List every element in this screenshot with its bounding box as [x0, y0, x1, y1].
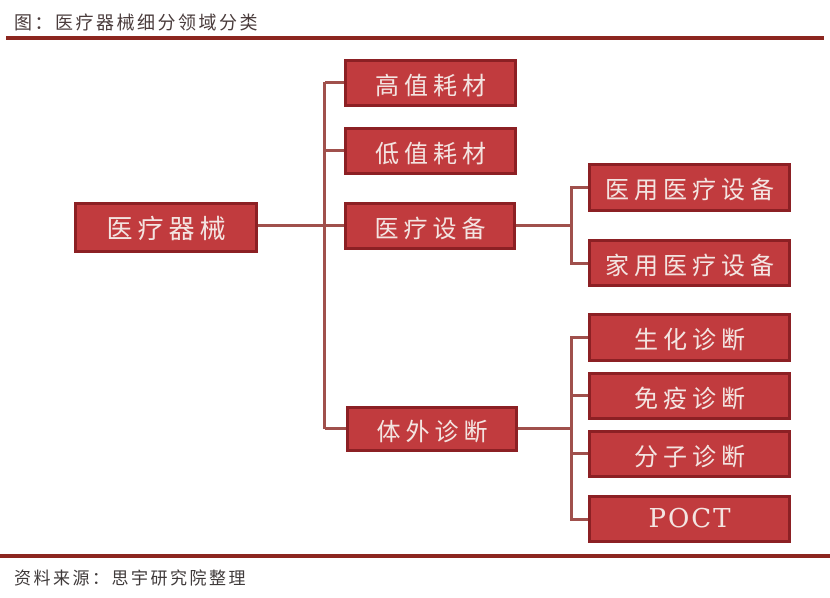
node-medical-use-equipment: 医用医疗设备 — [588, 163, 791, 212]
connector-branch-high-value — [325, 81, 344, 84]
connector-equipment-subtrunk — [570, 186, 573, 265]
connector-branch-biochemical — [572, 336, 588, 339]
connector-branch-molecular — [572, 452, 588, 455]
connector-main-trunk — [323, 82, 326, 429]
node-home-use-equipment: 家用医疗设备 — [588, 239, 791, 287]
source-divider-rule — [0, 554, 830, 558]
connector-branch-immuno — [572, 394, 588, 397]
connector-branch-home-use — [572, 262, 588, 265]
connector-root-to-trunk — [258, 224, 346, 227]
connector-equipment-to-subtrunk — [516, 224, 572, 227]
connector-ivd-to-subtrunk — [518, 427, 572, 430]
title-divider-rule — [6, 36, 824, 40]
source-text: 资料来源：思宇研究院整理 — [14, 569, 248, 589]
node-high-value-consumables: 高值耗材 — [344, 59, 517, 107]
node-molecular-diagnosis: 分子诊断 — [588, 430, 791, 478]
connector-branch-low-value — [325, 149, 344, 152]
node-in-vitro-diagnostics: 体外诊断 — [346, 406, 518, 452]
node-biochemical-diagnosis: 生化诊断 — [588, 313, 791, 362]
connector-branch-ivd — [325, 427, 346, 430]
connector-ivd-subtrunk — [570, 336, 573, 521]
figure-title: 图：医疗器械细分领域分类 — [14, 13, 260, 34]
connector-branch-poct — [572, 518, 588, 521]
node-poct: POCT — [588, 495, 791, 543]
node-immuno-diagnosis: 免疫诊断 — [588, 372, 791, 420]
node-low-value-consumables: 低值耗材 — [344, 127, 517, 175]
connector-branch-medical-use — [572, 186, 588, 189]
node-medical-equipment: 医疗设备 — [344, 202, 516, 250]
node-medical-devices: 医疗器械 — [74, 202, 258, 253]
